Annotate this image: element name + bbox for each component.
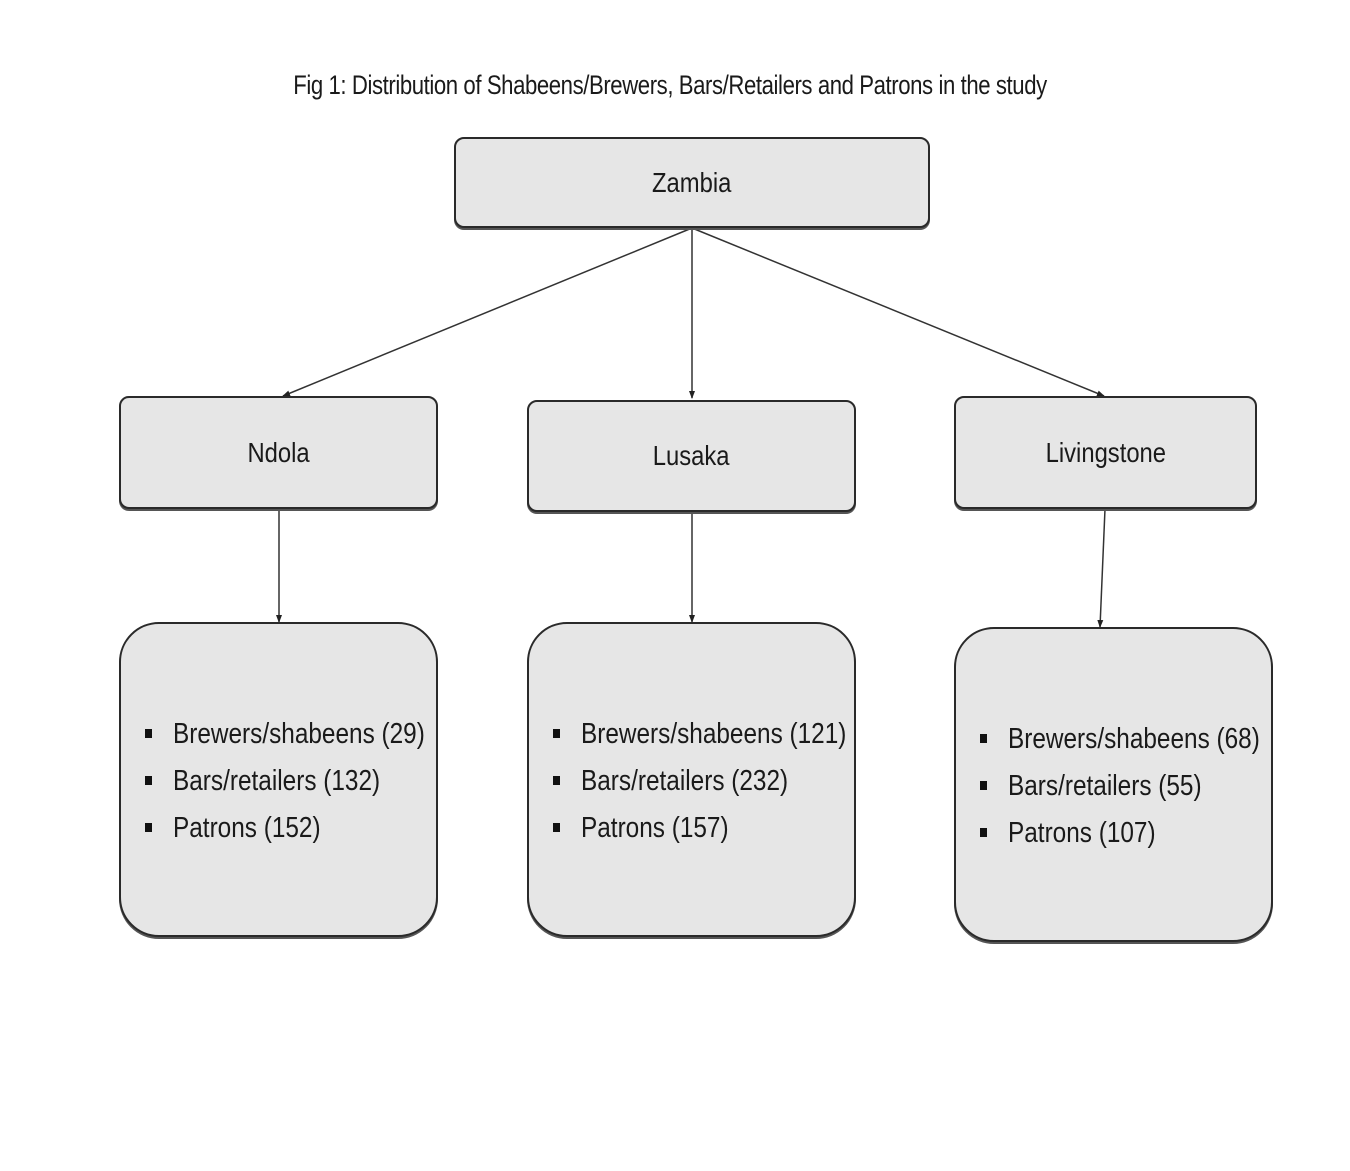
list-item: Patrons (157) [547, 810, 897, 857]
node-zambia: Zambia [454, 137, 930, 228]
bullet-icon [553, 729, 560, 738]
node-livingstone-label: Livingstone [1045, 436, 1166, 468]
bullet-icon [553, 823, 560, 832]
list-item: Bars/retailers (132) [139, 763, 473, 810]
node-zambia-label: Zambia [652, 166, 732, 198]
details-lusaka-list: Brewers/shabeens (121) Bars/retailers (2… [547, 716, 897, 857]
details-lusaka: Brewers/shabeens (121) Bars/retailers (2… [527, 622, 856, 937]
list-item: Patrons (152) [139, 810, 473, 857]
node-ndola: Ndola [119, 396, 438, 509]
bullet-icon [553, 776, 560, 785]
list-item: Bars/retailers (232) [547, 763, 897, 810]
figure-title: Fig 1: Distribution of Shabeens/Brewers,… [293, 70, 1047, 100]
bullet-icon [145, 776, 152, 785]
bullet-icon [145, 729, 152, 738]
details-ndola-list: Brewers/shabeens (29) Bars/retailers (13… [139, 716, 473, 857]
bullet-icon [980, 734, 987, 743]
arrow-zambia-ndola [282, 227, 693, 397]
details-livingstone: Brewers/shabeens (68) Bars/retailers (55… [954, 627, 1273, 942]
node-lusaka-label: Lusaka [653, 440, 730, 471]
node-ndola-label: Ndola [247, 436, 310, 468]
bullet-icon [980, 828, 987, 837]
list-item: Bars/retailers (55) [974, 768, 1308, 815]
bullet-icon [980, 781, 987, 790]
arrow-zambia-livingstone [691, 227, 1105, 397]
details-ndola: Brewers/shabeens (29) Bars/retailers (13… [119, 622, 438, 937]
node-livingstone: Livingstone [954, 396, 1257, 509]
list-item: Patrons (107) [974, 815, 1308, 862]
bullet-icon [145, 823, 152, 832]
arrow-livingstone-details [1097, 508, 1106, 628]
list-item: Brewers/shabeens (29) [139, 716, 473, 763]
list-item: Brewers/shabeens (121) [547, 716, 897, 763]
details-livingstone-list: Brewers/shabeens (68) Bars/retailers (55… [974, 721, 1308, 862]
list-item: Brewers/shabeens (68) [974, 721, 1308, 768]
node-lusaka: Lusaka [527, 400, 856, 512]
